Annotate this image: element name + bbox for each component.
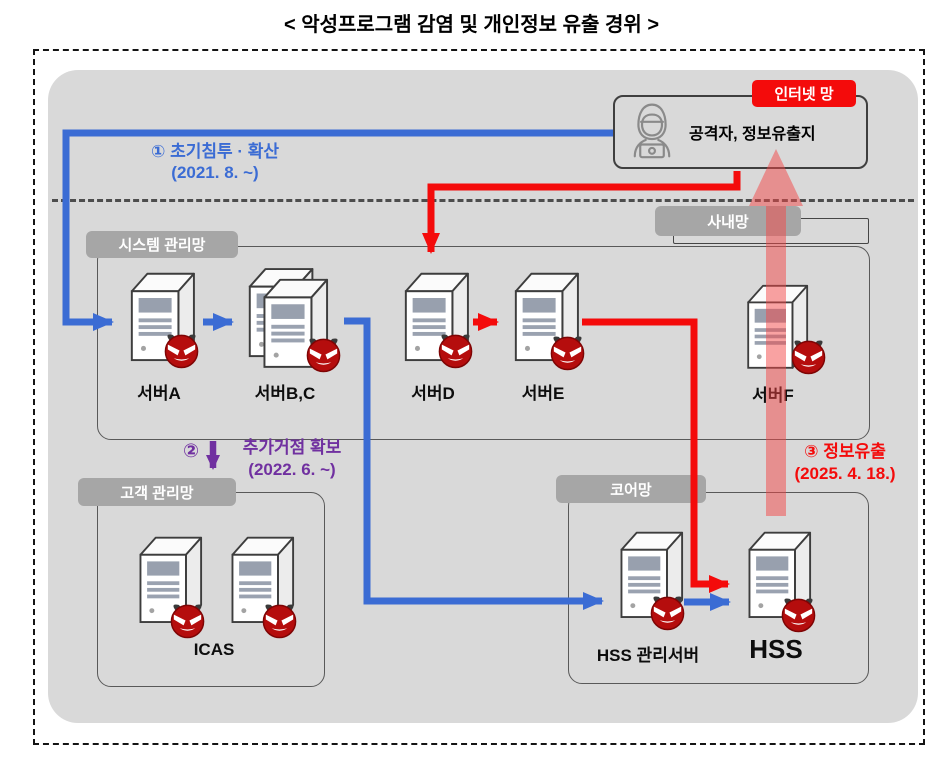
server-a: [122, 266, 199, 369]
zone-label-core: 코어망: [556, 475, 706, 503]
step1-annotation: ① 초기침투 · 확산 (2021. 8. ~): [150, 142, 280, 182]
server-bc-label: 서버B,C: [254, 384, 316, 403]
malware-icon: [306, 337, 341, 373]
zone-label-customer-mgmt: 고객 관리망: [78, 478, 236, 506]
malware-icon: [650, 595, 685, 631]
malware-icon: [550, 335, 585, 371]
step3-annotation: ③ 정보유출 (2025. 4. 18.): [794, 442, 896, 483]
server-icas-1: [131, 530, 205, 639]
malware-icon: [781, 597, 816, 633]
server-bc: [240, 261, 341, 376]
server-e-label: 서버E: [521, 384, 565, 403]
server-f: [739, 276, 826, 378]
malware-icon: [262, 603, 297, 639]
server-d: [396, 266, 473, 369]
server-a-label: 서버A: [137, 384, 181, 403]
malware-icon: [438, 333, 473, 369]
malware-icon: [164, 333, 199, 369]
server-hss: [740, 524, 816, 633]
hss-label: HSS: [749, 634, 803, 664]
page-title: < 악성프로그램 감염 및 개인정보 유출 경위 >: [283, 14, 660, 36]
step2-annotation: 추가거점 확보 (2022. 6. ~): [242, 438, 342, 479]
attacker-box: 공격자, 정보유출지: [613, 95, 868, 169]
hss-mgmt-label: HSS 관리서버: [596, 646, 700, 665]
malware-icon: [170, 603, 205, 639]
server-f-label: 서버F: [752, 386, 794, 405]
zone-label-system-mgmt: 시스템 관리망: [86, 231, 238, 258]
hacker-icon: [623, 99, 681, 166]
diagram-outer-border: [33, 49, 925, 745]
icas-label: ICAS: [193, 640, 235, 659]
zone-label-internal: 사내망: [655, 206, 801, 236]
malware-icon: [791, 339, 826, 375]
server-hss-mgmt: [612, 524, 685, 631]
step2-number: ②: [183, 441, 200, 462]
server-e: [506, 266, 585, 371]
server-icas-2: [223, 530, 297, 639]
attacker-label: 공격자, 정보유출지: [689, 126, 816, 143]
internet-internal-divider: [52, 199, 914, 202]
internet-zone-badge: 인터넷 망: [752, 80, 856, 107]
server-d-label: 서버D: [411, 384, 455, 403]
